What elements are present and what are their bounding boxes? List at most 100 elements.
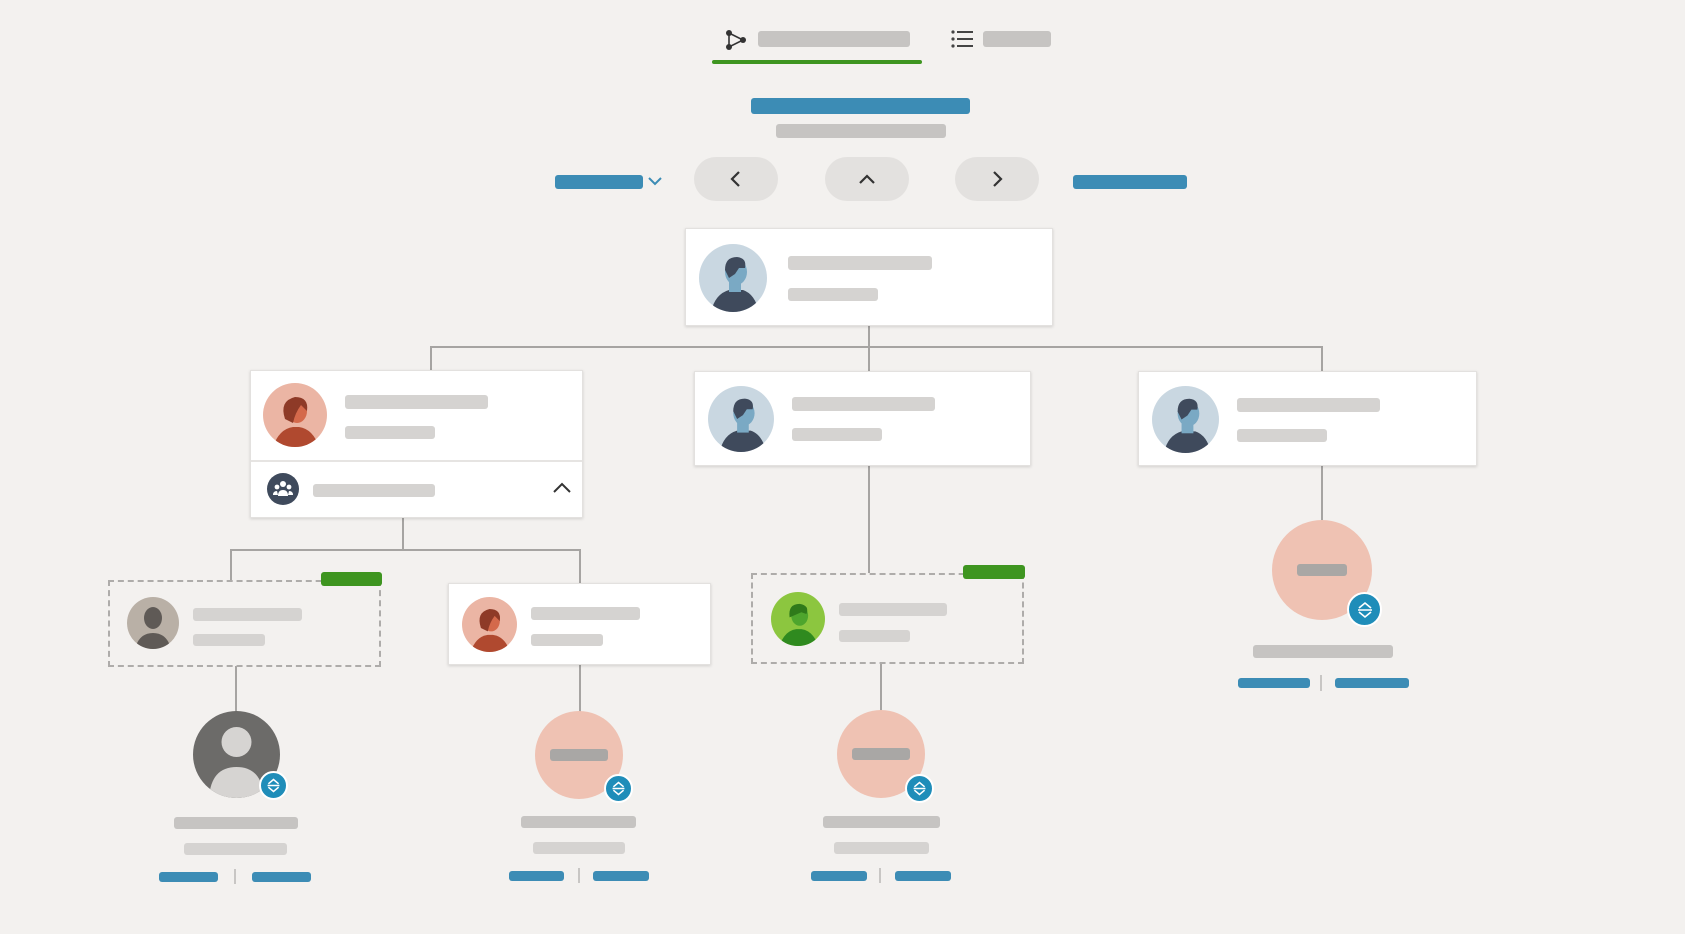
person-name [345, 395, 488, 409]
tab-org-chart[interactable] [700, 20, 925, 70]
nav-link[interactable] [1073, 175, 1187, 189]
avatar [1152, 386, 1219, 453]
avatar [699, 244, 767, 312]
root-person-card[interactable] [685, 228, 1053, 326]
person-card[interactable] [448, 583, 711, 665]
node-title [533, 842, 625, 854]
person-title [788, 288, 878, 301]
person-icon [779, 603, 819, 646]
connector [579, 549, 581, 584]
node-link[interactable] [895, 871, 951, 881]
person-card[interactable] [694, 371, 1031, 466]
transfer-icon[interactable] [259, 771, 288, 800]
node-name [174, 817, 298, 829]
next-button[interactable] [955, 157, 1039, 201]
person-icon [273, 397, 319, 447]
node-link[interactable] [811, 871, 867, 881]
transfer-icon[interactable] [1347, 592, 1382, 627]
connector [230, 549, 232, 581]
tab-org-chart-label [758, 31, 910, 47]
person-title [792, 428, 882, 441]
active-tab-indicator [712, 60, 922, 64]
page-subtitle [776, 124, 946, 138]
connector [235, 666, 237, 712]
person-card[interactable] [1138, 371, 1477, 466]
tab-list[interactable] [945, 20, 1060, 70]
node-title [184, 843, 287, 855]
person-title [839, 630, 910, 642]
link-separator [234, 869, 236, 884]
chevron-left-icon [730, 171, 740, 187]
node-name [521, 816, 636, 828]
up-level-button[interactable] [825, 157, 909, 201]
person-name [531, 607, 640, 620]
node-link[interactable] [159, 872, 218, 882]
avatar [771, 592, 825, 646]
avatar [708, 386, 774, 452]
chevron-down-icon [648, 177, 662, 186]
connector [868, 465, 870, 573]
placeholder-person-card[interactable] [751, 573, 1024, 664]
node-name [1253, 645, 1393, 658]
node-title [834, 842, 929, 854]
avatar [462, 597, 517, 652]
connector [579, 664, 581, 712]
person-title [531, 634, 603, 646]
transfer-icon[interactable] [604, 774, 633, 803]
avatar [127, 597, 179, 649]
page-title [751, 98, 970, 114]
tab-list-label [983, 31, 1051, 47]
node-link[interactable] [252, 872, 311, 882]
node-link[interactable] [509, 871, 564, 881]
person-card[interactable] [250, 370, 583, 518]
person-title [1237, 429, 1327, 442]
chevron-up-icon[interactable] [551, 479, 573, 497]
list-icon [951, 30, 973, 48]
person-icon [711, 257, 759, 312]
view-selector-dropdown[interactable] [555, 172, 667, 192]
person-icon [209, 727, 264, 798]
person-name [788, 256, 932, 270]
node-link[interactable] [1335, 678, 1409, 688]
person-icon [1163, 398, 1212, 453]
person-title [345, 426, 435, 439]
vacant-label [852, 748, 910, 760]
view-selector-label [555, 175, 643, 189]
person-name [839, 603, 947, 616]
connector [430, 346, 432, 372]
team-row[interactable] [251, 462, 582, 517]
transfer-icon[interactable] [905, 774, 934, 803]
group-icon [267, 473, 299, 505]
status-badge [963, 565, 1025, 579]
person-title [193, 634, 265, 646]
connector [880, 662, 882, 712]
person-name [1237, 398, 1380, 412]
node-link[interactable] [1238, 678, 1310, 688]
status-badge [321, 572, 382, 586]
person-icon [470, 609, 511, 652]
connector [1321, 466, 1323, 520]
node-link[interactable] [593, 871, 649, 881]
team-label [313, 484, 435, 497]
connector [868, 326, 870, 372]
vacant-label [550, 749, 608, 761]
link-separator [1320, 675, 1322, 691]
chevron-right-icon [993, 171, 1003, 187]
connector [1321, 346, 1323, 372]
person-icon [719, 398, 767, 452]
person-name [193, 608, 302, 621]
link-separator [578, 868, 580, 883]
node-name [823, 816, 940, 828]
view-tabs [700, 20, 1060, 70]
connector [402, 518, 404, 550]
org-chart-icon [726, 30, 746, 50]
prev-button[interactable] [694, 157, 778, 201]
person-icon [135, 607, 171, 649]
connector [430, 346, 1323, 348]
card-divider [251, 460, 582, 462]
connector [230, 549, 581, 551]
placeholder-person-card[interactable] [108, 580, 381, 667]
chevron-up-icon [859, 174, 875, 184]
avatar [263, 383, 327, 447]
link-separator [879, 868, 881, 883]
